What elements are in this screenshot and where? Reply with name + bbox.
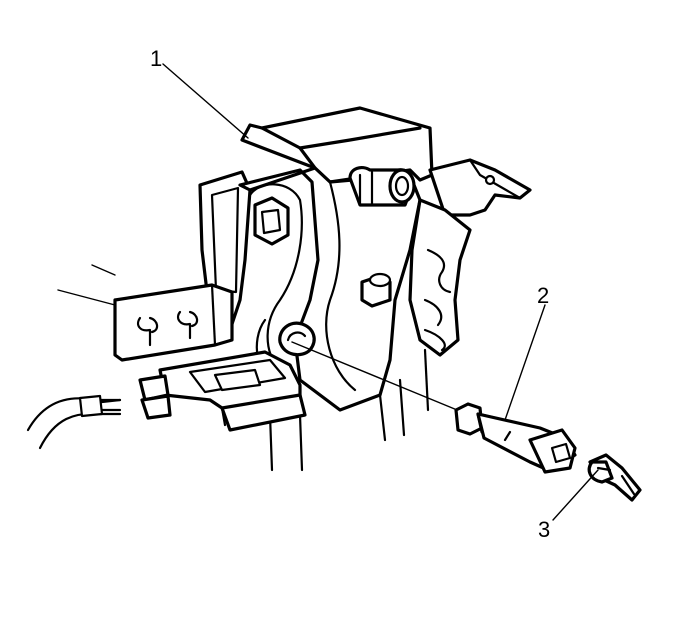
sensor — [454, 402, 577, 474]
alignment-line — [291, 341, 463, 413]
callout-1-number: 1 — [150, 46, 162, 71]
callout-1-leader — [162, 63, 249, 139]
callout-2-leader — [504, 304, 546, 421]
bracket-assembly — [26, 106, 532, 472]
callout-2-number: 2 — [537, 283, 549, 308]
callout-3-number: 3 — [538, 517, 550, 542]
clip — [587, 453, 642, 502]
callout-3-leader — [552, 469, 599, 521]
